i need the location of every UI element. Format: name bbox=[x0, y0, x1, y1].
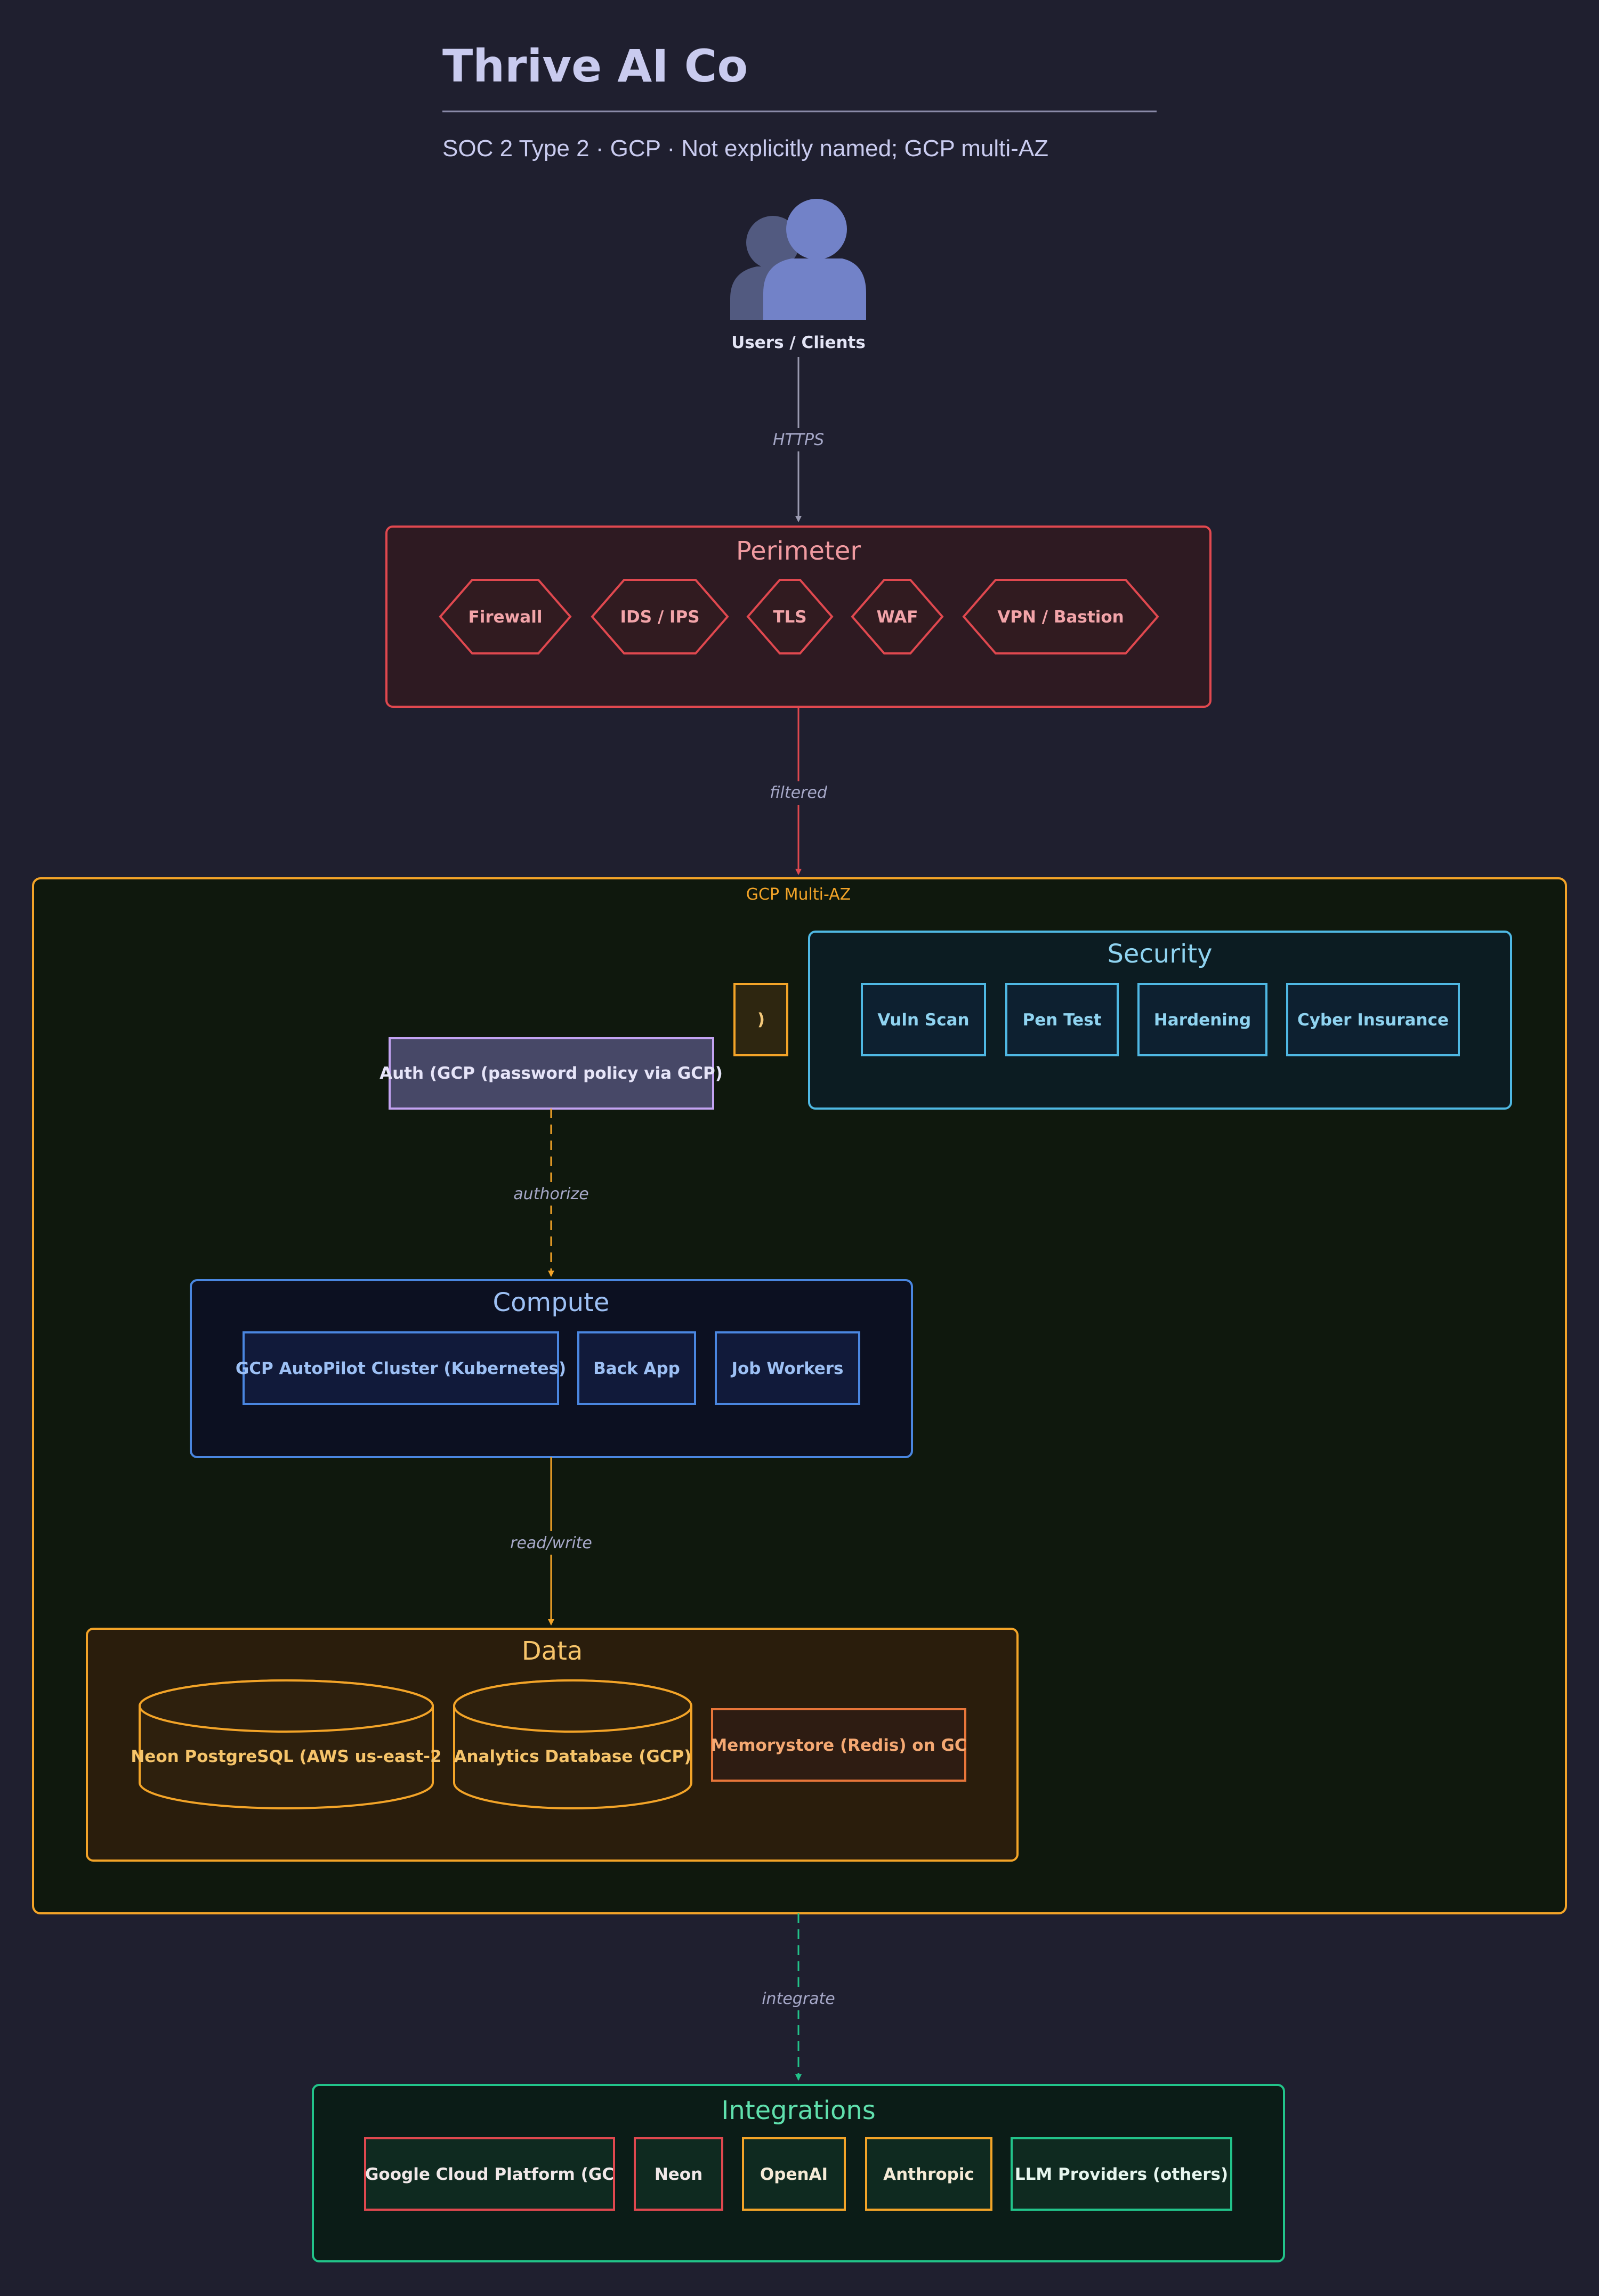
edge-label-integrate: integrate bbox=[762, 1990, 835, 2008]
compute-node-label: Back App bbox=[593, 1359, 680, 1378]
data-node-label: Memorystore (Redis) on GC bbox=[710, 1736, 966, 1755]
security-node-hardening[interactable] bbox=[1137, 983, 1267, 1056]
auth-node[interactable] bbox=[389, 1037, 714, 1110]
users-label: Users / Clients bbox=[731, 333, 866, 352]
perimeter-node-vpn-bastion[interactable] bbox=[962, 579, 1159, 654]
integrations-items: Google Cloud Platform (GC Neon OpenAI Anthr… bbox=[364, 2137, 1232, 2211]
data-node-memorystore-redis-on-gc[interactable] bbox=[711, 1708, 966, 1782]
compute-node-label: GCP AutoPilot Cluster (Kubernetes) bbox=[236, 1359, 566, 1378]
data-node-analytics-database-gcp[interactable] bbox=[453, 1679, 692, 1809]
integration-node-label: Neon bbox=[655, 2165, 702, 2184]
perimeter-node-label: Firewall bbox=[469, 608, 543, 627]
edge-label-bg bbox=[763, 781, 834, 805]
security-node-label: Vuln Scan bbox=[877, 1010, 969, 1030]
edge-label-filtered: filtered bbox=[770, 783, 828, 802]
perimeter-node-waf[interactable] bbox=[851, 579, 944, 654]
edge-label-https: HTTPS bbox=[773, 431, 824, 449]
perimeter-node-label: TLS bbox=[773, 608, 806, 627]
integration-node-neon[interactable] bbox=[634, 2137, 723, 2211]
compute-items: GCP AutoPilot Cluster (Kubernetes) Back A… bbox=[236, 1331, 860, 1405]
compute-node-label: Job Workers bbox=[730, 1359, 843, 1378]
integration-node-label: LLM Providers (others) bbox=[1015, 2165, 1228, 2184]
compute-title: Compute bbox=[493, 1288, 610, 1317]
edge-label-bg bbox=[768, 428, 829, 451]
edge-label-bg bbox=[760, 1987, 837, 2010]
perimeter-node-tls[interactable] bbox=[746, 579, 834, 654]
integration-node-anthropic[interactable] bbox=[865, 2137, 992, 2211]
integrations-title: Integrations bbox=[721, 2096, 876, 2125]
integration-node-label: Anthropic bbox=[883, 2165, 974, 2184]
perimeter-node-label: IDS / IPS bbox=[620, 608, 699, 627]
region-label: GCP Multi-AZ bbox=[746, 885, 851, 904]
security-node-vuln-scan[interactable] bbox=[861, 983, 986, 1056]
integration-node-openai[interactable] bbox=[742, 2137, 846, 2211]
perimeter-title: Perimeter bbox=[736, 536, 861, 566]
security-items: Vuln Scan Pen Test Hardening Cyber Insuranc… bbox=[861, 983, 1460, 1056]
edge-label-read-write: read/write bbox=[510, 1534, 592, 1553]
compute-node-gcp-autopilot-cluster-kubernetes[interactable] bbox=[243, 1331, 559, 1405]
edge-label-authorize: authorize bbox=[513, 1185, 588, 1203]
integration-node-label: OpenAI bbox=[760, 2165, 828, 2184]
edge-label-bg bbox=[510, 1531, 593, 1555]
perimeter-node-label: VPN / Bastion bbox=[997, 608, 1124, 627]
data-node-label: Analytics Database (GCP) bbox=[454, 1747, 692, 1766]
page-subtitle: SOC 2 Type 2 · GCP · Not explicitly name… bbox=[442, 135, 1048, 161]
data-items: Neon PostgreSQL (AWS us-east-2 Analytics … bbox=[131, 1679, 967, 1809]
perimeter-node-ids-ips[interactable] bbox=[591, 579, 729, 654]
data-node-neon-postgresql-aws-us-east-2[interactable] bbox=[139, 1679, 434, 1809]
integration-node-label: Google Cloud Platform (GC bbox=[365, 2165, 614, 2184]
security-node-label: Cyber Insurance bbox=[1297, 1010, 1449, 1030]
compute-node-job-workers[interactable] bbox=[715, 1331, 860, 1405]
security-node-pen-test[interactable] bbox=[1005, 983, 1119, 1056]
orphan-node[interactable] bbox=[733, 983, 788, 1056]
security-title: Security bbox=[1107, 939, 1212, 969]
security-node-label: Hardening bbox=[1154, 1010, 1251, 1030]
data-title: Data bbox=[522, 1636, 583, 1666]
integration-node-llm-providers-others[interactable] bbox=[1011, 2137, 1232, 2211]
compute-node-back-app[interactable] bbox=[577, 1331, 696, 1405]
auth-node-label: Auth (GCP (password policy via GCP) bbox=[379, 1064, 723, 1083]
edge-label-bg bbox=[512, 1182, 591, 1206]
security-node-label: Pen Test bbox=[1023, 1010, 1102, 1030]
users-icon bbox=[730, 199, 866, 320]
data-node-label: Neon PostgreSQL (AWS us-east-2 bbox=[131, 1747, 441, 1766]
page-title: Thrive AI Co bbox=[442, 40, 748, 92]
orphan-node-label: ) bbox=[757, 1010, 765, 1029]
perimeter-node-label: WAF bbox=[877, 608, 918, 627]
perimeter-items: Firewall IDS / IPS TLS WAF VPN / Bastion bbox=[439, 579, 1159, 654]
security-node-cyber-insurance[interactable] bbox=[1286, 983, 1460, 1056]
perimeter-node-firewall[interactable] bbox=[439, 579, 572, 654]
integration-node-google-cloud-platform-gc[interactable] bbox=[364, 2137, 615, 2211]
